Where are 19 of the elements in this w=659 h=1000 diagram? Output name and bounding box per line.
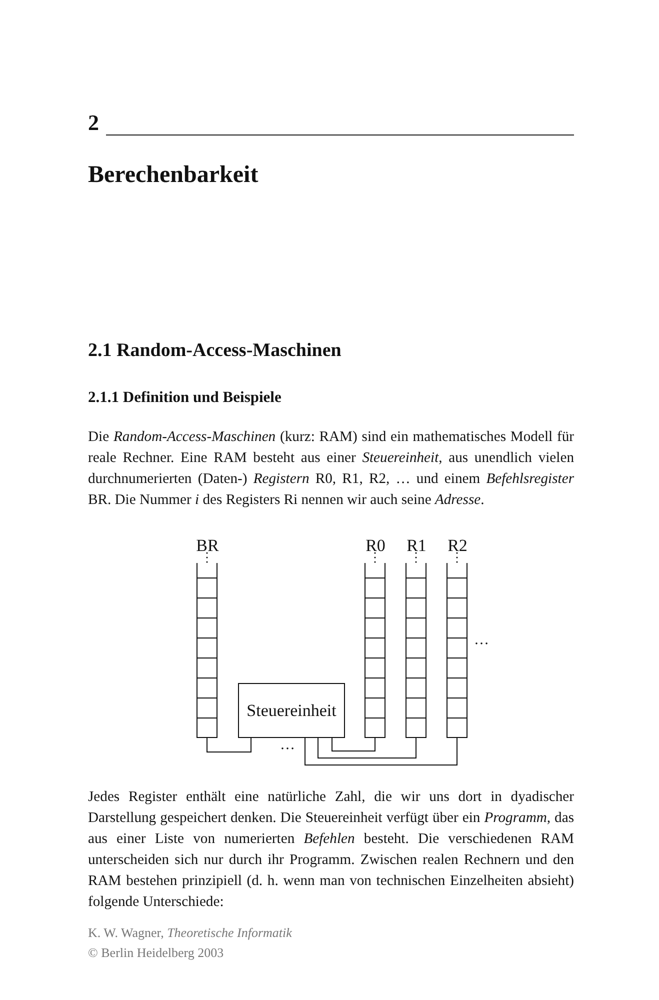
subsection-heading: 2.1.1 Definition und Beispiele — [88, 389, 282, 407]
chapter-number: 2 — [88, 110, 99, 136]
connector-line — [304, 738, 458, 766]
connector-line — [332, 738, 376, 752]
register-label: R2 — [446, 536, 468, 556]
ellipsis: … — [280, 737, 295, 754]
connector-line — [318, 738, 416, 758]
footer-text: K. W. Wagner, Theoretische Informatik — [88, 925, 292, 941]
section-heading: 2.1 Random-Access-Maschinen — [88, 340, 342, 362]
control-unit-box: Steuereinheit — [238, 683, 345, 738]
ellipsis: … — [474, 632, 489, 649]
paragraph: Die Random-Access-Maschinen (kurz: RAM) sind ein mathematisches Modell für reale Rechner. Eine RAM besteht aus einer Steuereinheit, aus unendlich vielen durchnumerierten (Daten-) Registern R0, R1, R2, … und einem Befehlsregister BR. Die Nummer i des Registers Ri nennen wir auch seine Adresse. — [88, 428, 574, 510]
chapter-title: Berechenbarkeit — [88, 162, 258, 189]
register-label: BR — [195, 536, 220, 556]
register-label: R0 — [364, 536, 386, 556]
footer-text: © Berlin Heidelberg 2003 — [88, 945, 224, 961]
connector-line — [206, 738, 252, 752]
paragraph: Jedes Register enthält eine natürliche Zahl, die wir uns dort in dyadischer Darstellung gespeichert denken. Die Steuereinheit verfügt über ein Programm, das aus einer Liste von numerierten Befehlen besteht. Die verschiedenen RAM unterscheiden sich nur durch ihr Programm. Zwischen realen Rechnern und den RAM bestehen prinzipiell (d. h. wenn man von technischen Einzelheiten absieht) folgende Unterschiede: — [88, 788, 574, 912]
register-label: R1 — [406, 536, 428, 556]
